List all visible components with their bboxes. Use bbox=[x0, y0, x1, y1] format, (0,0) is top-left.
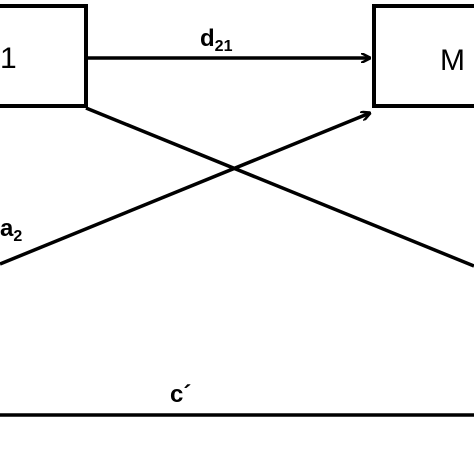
node-mediator-1-box bbox=[0, 4, 88, 108]
edge-b1-line bbox=[85, 106, 474, 268]
node-mediator-1-label: 1 bbox=[0, 42, 17, 75]
node-mediator-2-label: M bbox=[440, 44, 465, 77]
node-mediator-2: M bbox=[372, 4, 474, 108]
node-mediator-1: 1 bbox=[0, 4, 88, 108]
edge-a2-arrow bbox=[0, 113, 370, 266]
edge-c-prime-label: c´ bbox=[170, 381, 191, 408]
edge-d21-label: d21 bbox=[200, 25, 233, 55]
node-mediator-2-box bbox=[372, 4, 474, 108]
edge-a2-label: a2 bbox=[0, 215, 22, 245]
